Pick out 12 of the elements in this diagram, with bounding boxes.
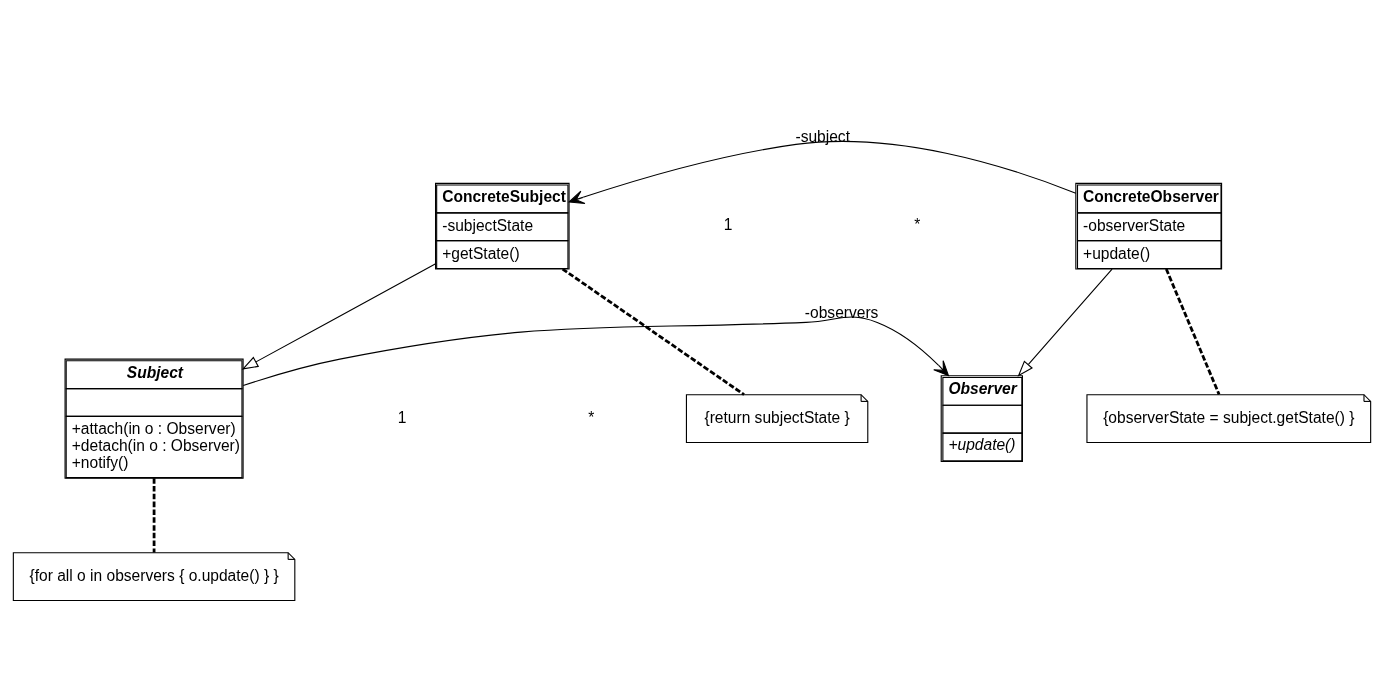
arrow — [568, 140, 1077, 205]
connector — [152, 478, 156, 553]
arrow — [241, 263, 436, 370]
label: 1 — [397, 408, 407, 426]
connector — [561, 267, 745, 396]
connector — [1165, 268, 1221, 395]
label: * — [914, 216, 921, 234]
arrow — [1017, 268, 1113, 377]
edge-label: -observers — [804, 304, 879, 322]
label: 1 — [723, 216, 733, 234]
label: * — [588, 408, 595, 426]
arrow — [242, 316, 949, 387]
